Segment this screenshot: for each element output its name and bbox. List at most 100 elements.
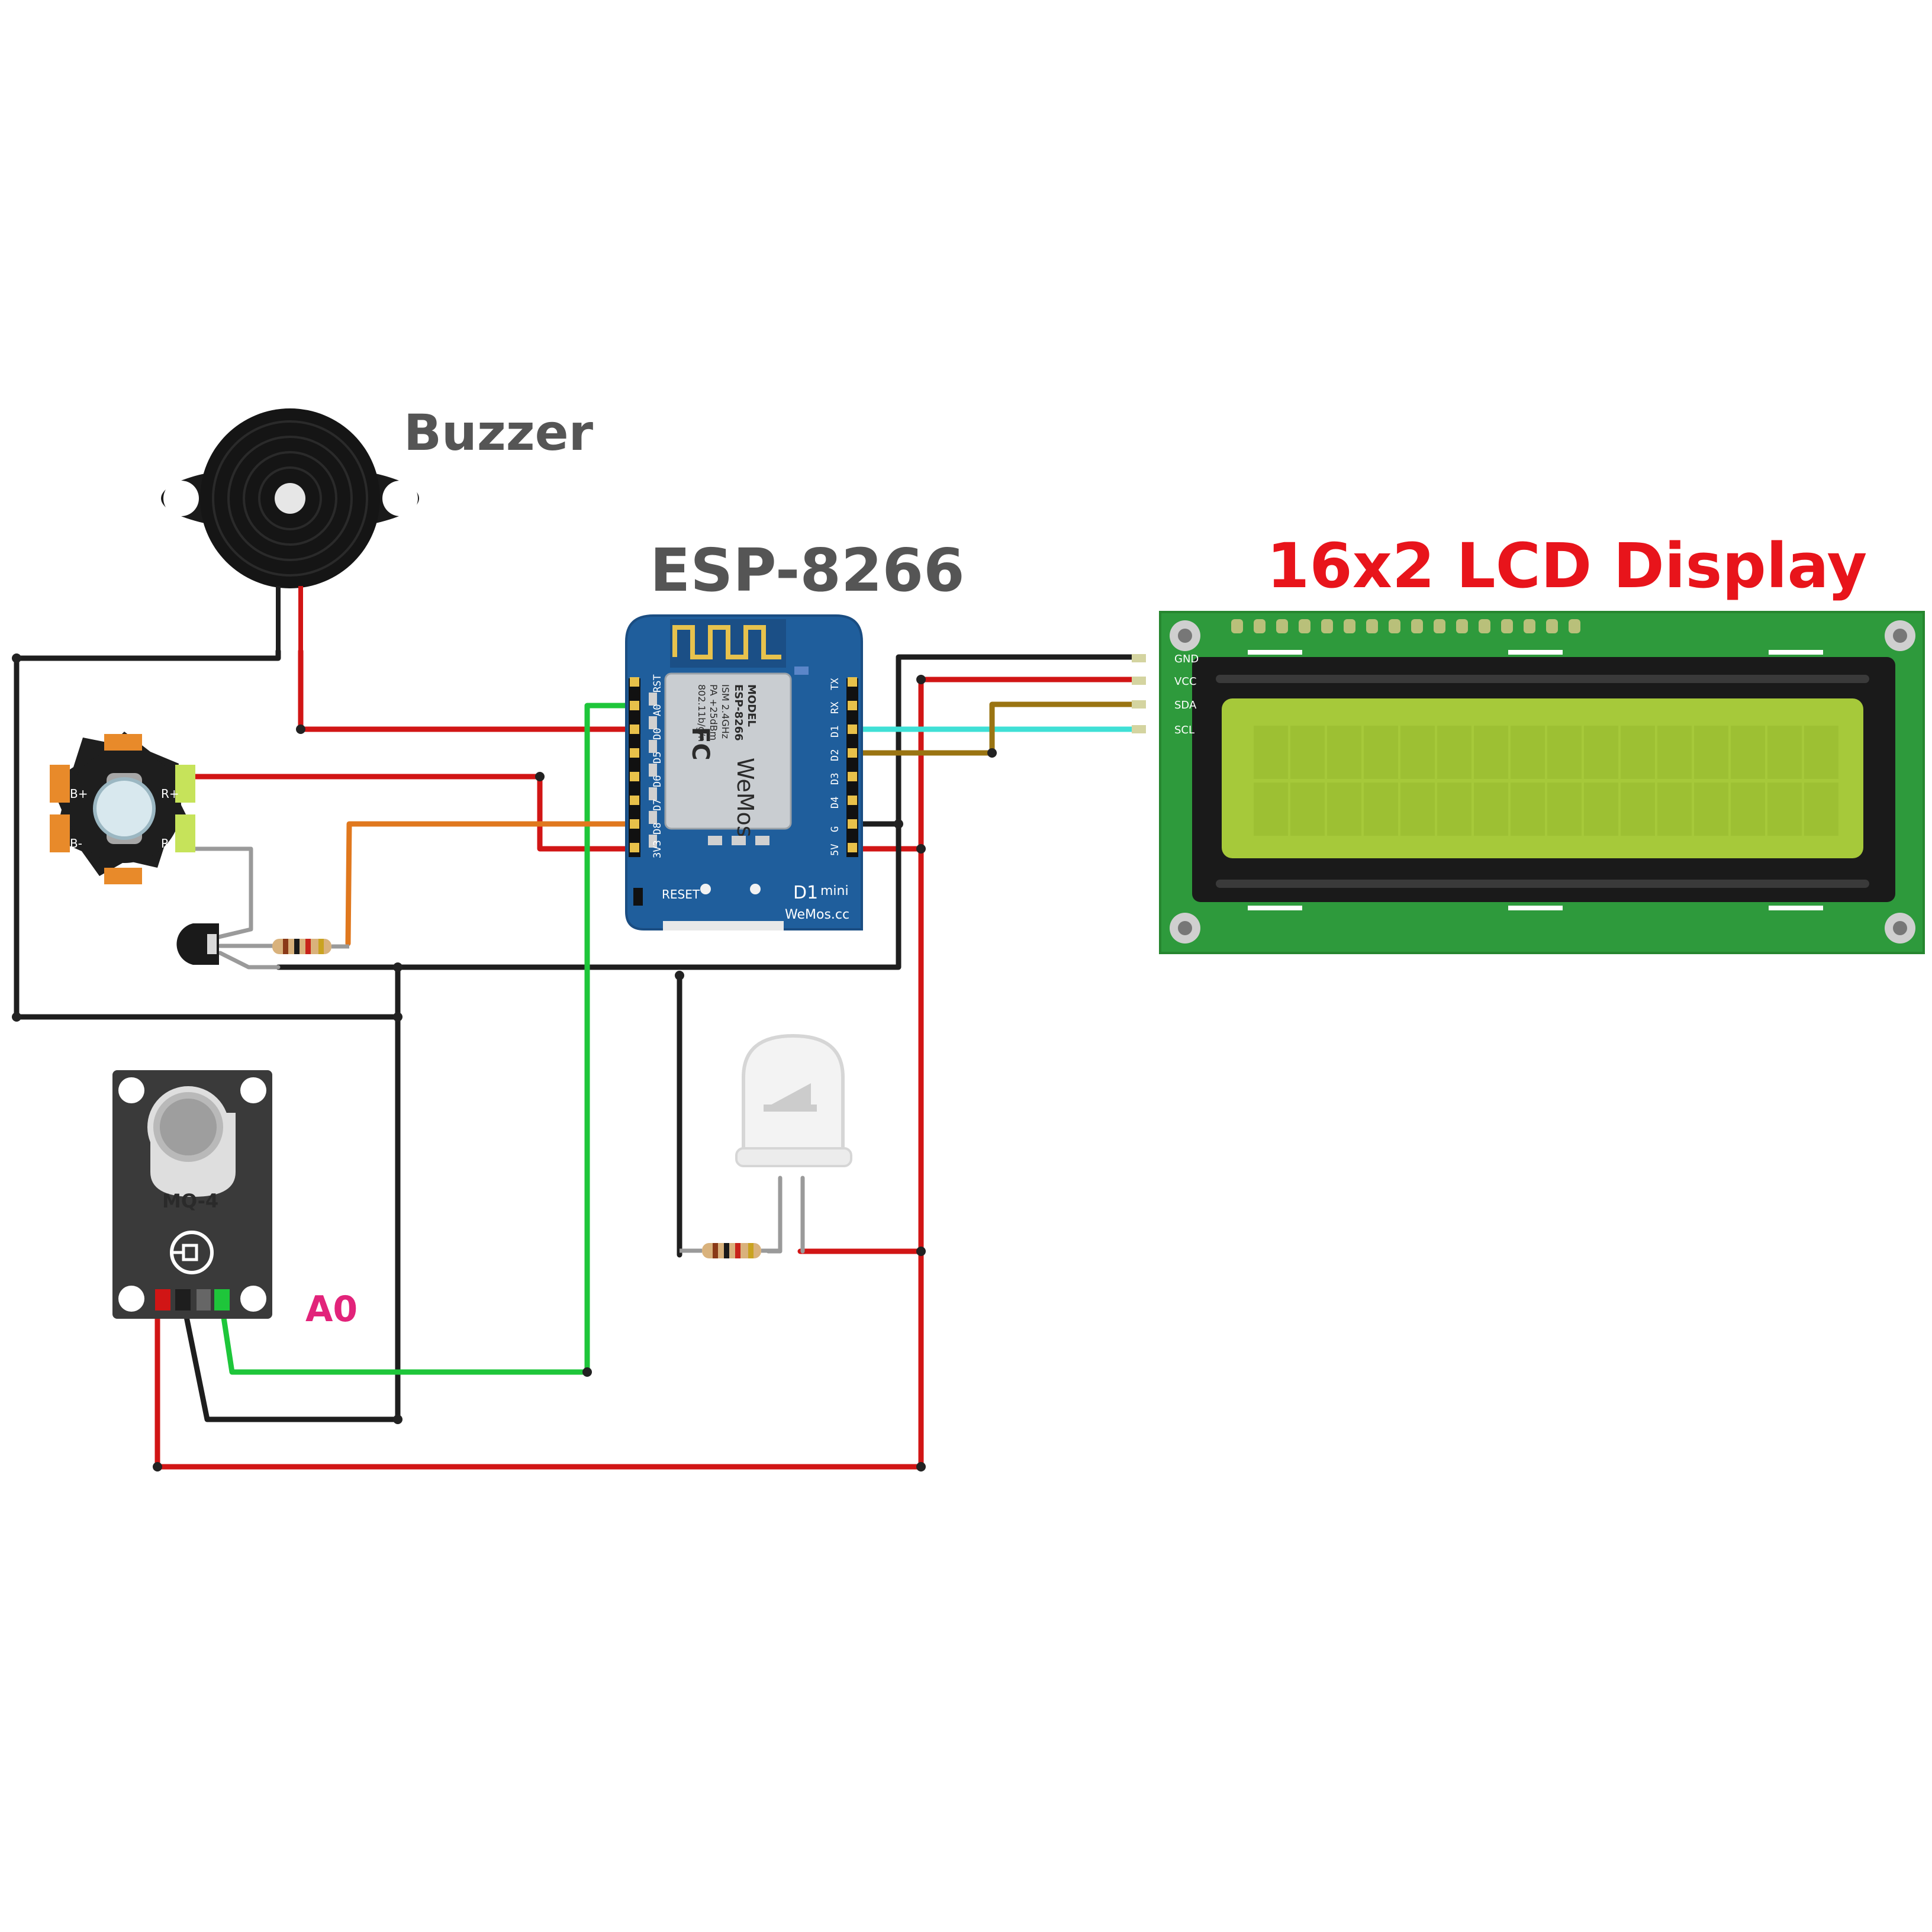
pin-hole bbox=[848, 748, 857, 758]
lcd-header-pin bbox=[1546, 619, 1558, 633]
lcd-cell bbox=[1437, 783, 1471, 836]
d1-label: D1 bbox=[793, 883, 818, 903]
wire-rgb-rplus bbox=[192, 774, 636, 852]
rgb-pin-labels: B+R+B-R- bbox=[70, 787, 179, 851]
transistor bbox=[176, 923, 219, 965]
buzzer bbox=[161, 408, 419, 652]
pin-label: D8 bbox=[652, 823, 664, 835]
pin-hole bbox=[848, 819, 857, 829]
lcd-header-pin bbox=[1389, 619, 1400, 633]
lcd-header-pin bbox=[1321, 619, 1333, 633]
pin-label: D6 bbox=[652, 775, 664, 787]
pin-label: D7 bbox=[652, 799, 664, 811]
lcd-cell bbox=[1290, 726, 1325, 779]
pin-hole bbox=[630, 677, 639, 687]
lcd-title: 16x2 LCD Display bbox=[1267, 530, 1867, 602]
lcd-cell bbox=[1621, 726, 1655, 779]
resistor-led bbox=[680, 1243, 781, 1258]
lcd-header-pin bbox=[1299, 619, 1310, 633]
junction-dots bbox=[12, 653, 997, 1471]
lcd-cell bbox=[1804, 783, 1838, 836]
lcd-cell bbox=[1511, 726, 1545, 779]
lcd-header-pin bbox=[1501, 619, 1513, 633]
lcd-io-pin bbox=[1132, 700, 1146, 709]
lcd-cell bbox=[1254, 726, 1288, 779]
lcd-cell bbox=[1694, 783, 1728, 836]
lcd-pin-label: VCC bbox=[1174, 675, 1196, 688]
lcd-header-pin bbox=[1569, 619, 1580, 633]
lcd-cell bbox=[1437, 726, 1471, 779]
lcd-cell bbox=[1327, 726, 1361, 779]
wire-mq4-gnd bbox=[181, 1299, 401, 1422]
wire-buzzer-positive bbox=[298, 648, 636, 732]
reset-label: RESET bbox=[662, 887, 700, 901]
lcd-pin-label: SCL bbox=[1174, 724, 1194, 736]
lcd-cell bbox=[1290, 783, 1325, 836]
lcd-cell bbox=[1547, 726, 1582, 779]
module-std: 802.11b/g/n bbox=[696, 684, 707, 742]
module-fc: FC bbox=[687, 727, 714, 761]
lcd-header-pin bbox=[1479, 619, 1490, 633]
esp-title: ESP-8266 bbox=[650, 536, 965, 605]
lcd-cell bbox=[1547, 783, 1582, 836]
pin-label: D5 bbox=[652, 752, 664, 764]
lcd-cell bbox=[1254, 783, 1288, 836]
site-label: WeMos.cc bbox=[785, 907, 849, 922]
lcd-cell bbox=[1767, 726, 1802, 779]
lcd-cell bbox=[1657, 726, 1692, 779]
esp8266-board: MODEL ESP-8266 ISM 2.4GHz PA +25dBm 802.… bbox=[625, 614, 863, 930]
lcd-header-pin bbox=[1456, 619, 1468, 633]
lcd-header-pin bbox=[1231, 619, 1243, 633]
lcd-cell bbox=[1474, 726, 1508, 779]
pin-label: G bbox=[829, 826, 841, 832]
lcd-header-pins bbox=[1231, 619, 1580, 633]
module-brand: WeMos bbox=[732, 758, 758, 838]
wire-mq4-vcc bbox=[154, 1295, 924, 1470]
mq4-sensor: MQ-4 bbox=[112, 1070, 272, 1319]
lcd-cell bbox=[1400, 726, 1435, 779]
pin-hole bbox=[630, 843, 639, 852]
pin-label: D1 bbox=[829, 726, 841, 738]
pin-hole bbox=[630, 819, 639, 829]
wire-a0 bbox=[218, 703, 636, 1375]
wire-sda bbox=[847, 701, 1139, 756]
lcd-io-pin bbox=[1132, 725, 1146, 733]
pin-hole bbox=[848, 843, 857, 852]
wire-d8 bbox=[345, 821, 636, 946]
pin-label: D4 bbox=[829, 797, 841, 809]
pin-hole bbox=[630, 796, 639, 805]
module-ism: ISM 2.4GHz bbox=[720, 684, 731, 739]
pin-label: A0 bbox=[652, 704, 664, 716]
lcd-cell bbox=[1327, 783, 1361, 836]
pin-hole bbox=[848, 701, 857, 710]
module-pa: PA +25dBm bbox=[708, 684, 719, 740]
pin-hole bbox=[848, 772, 857, 781]
lcd-header-pin bbox=[1344, 619, 1355, 633]
lcd-cell bbox=[1804, 726, 1838, 779]
rgb-led: B+R+B-R- bbox=[50, 732, 195, 884]
lcd-cell bbox=[1731, 726, 1765, 779]
pin-label: D3 bbox=[829, 773, 841, 785]
pin-label: RST bbox=[652, 674, 664, 693]
lcd-cell bbox=[1767, 783, 1802, 836]
lcd-cell bbox=[1621, 783, 1655, 836]
lcd-header-pin bbox=[1366, 619, 1378, 633]
pin-hole bbox=[630, 724, 639, 734]
lcd-io-pin bbox=[1132, 677, 1146, 685]
pin-label: 3V3 bbox=[652, 840, 664, 858]
pin-hole bbox=[848, 677, 857, 687]
lcd-pin-label: GND bbox=[1174, 653, 1199, 665]
pin-hole bbox=[630, 772, 639, 781]
lcd-character-cells bbox=[1254, 726, 1838, 836]
pin-label: 5V bbox=[829, 844, 841, 856]
lcd-header-pin bbox=[1254, 619, 1266, 633]
pin-label: D2 bbox=[829, 749, 841, 761]
white-led bbox=[735, 1033, 852, 1167]
rgb-pin-label: B+ bbox=[70, 787, 88, 801]
mini-label: mini bbox=[820, 884, 849, 899]
pin-hole bbox=[848, 796, 857, 805]
lcd-cell bbox=[1364, 783, 1398, 836]
